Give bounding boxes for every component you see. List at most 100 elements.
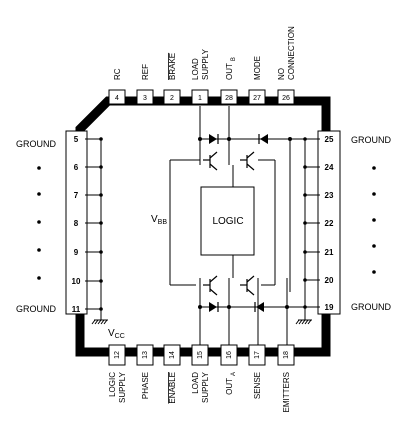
right-pin-number: 23 (325, 191, 334, 200)
logic-block (200, 186, 255, 256)
top-pin-label: MODE (253, 56, 262, 80)
bottom-pin-label: LOGIC (108, 372, 117, 397)
left-pin-group: 5 6 7 8 9 10 11 (72, 135, 103, 314)
top-pin-label: REF (141, 64, 150, 80)
bottom-pin-box (277, 344, 295, 366)
top-pin-label-sub: B (231, 57, 237, 61)
bottom-pin-label: OUTA (225, 372, 237, 395)
left-ellipsis-dots (37, 166, 41, 280)
logic-label: LOGIC (212, 216, 243, 227)
ground-symbol-left (91, 319, 108, 325)
right-pin-junction (303, 165, 307, 169)
bottom-pin-label-sub: A (231, 372, 237, 376)
vbb-sub: BB (158, 219, 168, 226)
top-pin-number: 1 (198, 95, 202, 102)
diode-top-right (258, 134, 268, 144)
bottom-pin-number: 15 (197, 351, 204, 359)
left-pin-number: 5 (74, 135, 79, 144)
top-pin-label: CONNECTION (287, 26, 296, 80)
left-pin-number: 10 (72, 277, 81, 286)
bottom-pin-label: ENABLE (168, 372, 177, 404)
top-pin-box (136, 89, 154, 105)
top-pin-number: 2 (170, 95, 174, 102)
bottom-pin-number: 16 (226, 351, 233, 359)
right-ground-label-bottom: GROUND (351, 302, 391, 312)
bottom-pin-box (248, 344, 266, 366)
transistor-top-left (203, 151, 218, 171)
transistor-bottom-right (240, 275, 255, 296)
left-pin-number: 7 (74, 191, 79, 200)
top-pin-label: BRAKE (168, 53, 177, 80)
vcc-label: VCC (108, 328, 125, 340)
top-pin-number: 27 (253, 95, 261, 102)
left-pin-number: 8 (74, 219, 79, 228)
top-pin-box (248, 89, 266, 105)
bottom-pin-label: LOAD (191, 372, 200, 394)
top-pin-number: 26 (282, 95, 290, 102)
top-pin-box (163, 89, 181, 105)
right-pin-number: 25 (325, 135, 334, 144)
right-pin-number: 24 (325, 163, 334, 172)
right-pin-junction (303, 221, 307, 225)
ground-symbol-right (295, 319, 312, 325)
vbb-label: VBB (151, 214, 167, 226)
bottom-pin-number: 12 (114, 351, 121, 359)
bottom-pin-label: EMITTERS (282, 372, 291, 412)
bottom-pin-label: SENSE (253, 372, 262, 399)
bottom-pin-label: SUPPLY (201, 371, 210, 403)
vbb-main: V (151, 214, 158, 225)
bottom-pin-number: 18 (283, 351, 290, 359)
right-ground-label-top: GROUND (351, 135, 391, 145)
top-pin-label: LOAD (191, 58, 200, 80)
top-pin-label: NO (277, 68, 286, 80)
left-ground-label-top: GROUND (16, 139, 56, 149)
bottom-pin-box (108, 344, 126, 366)
top-pin-number: 28 (225, 95, 233, 102)
top-pin-label: OUTB (225, 57, 237, 80)
bottom-pin-number: 14 (169, 351, 176, 359)
bottom-pin-label: SUPPLY (118, 371, 127, 403)
right-pin-number: 22 (325, 219, 334, 228)
left-pin-junction (99, 307, 103, 311)
bottom-pin-number: 17 (254, 351, 261, 359)
bottom-pin-label: PHASE (141, 372, 150, 399)
bottom-pin-box (163, 344, 181, 366)
top-pin-number: 3 (143, 95, 147, 102)
diode-bottom-left (209, 302, 219, 312)
top-pin-box (191, 89, 209, 105)
left-ground-label-bottom: GROUND (16, 304, 56, 314)
left-pin-number: 11 (72, 305, 81, 314)
left-pin-junction (99, 279, 103, 283)
vcc-sub: CC (115, 333, 125, 340)
vcc-main: V (108, 328, 115, 339)
right-pin-number: 21 (325, 248, 334, 257)
right-pin-junction (303, 250, 307, 254)
top-pin-label: RC (113, 68, 122, 80)
right-pin-junction (303, 193, 307, 197)
left-pin-junction (99, 165, 103, 169)
top-pin-box (277, 89, 295, 105)
right-pin-number: 20 (325, 276, 334, 285)
transistor-top-right (240, 151, 255, 171)
right-pin-number: 19 (325, 303, 334, 312)
bottom-pin-number: 13 (142, 351, 149, 359)
top-pin-box (220, 89, 238, 105)
bottom-pin-box (136, 344, 154, 366)
top-pin-label: SUPPLY (201, 48, 210, 80)
junction-dots (198, 137, 292, 309)
left-pin-number: 9 (74, 248, 79, 257)
left-pin-junction (99, 193, 103, 197)
left-pin-number: 6 (74, 163, 79, 172)
transistor-bottom-left (203, 275, 218, 296)
right-pin-junction (303, 278, 307, 282)
h-bridge-circuit (169, 106, 318, 345)
diode-bottom-right (254, 302, 264, 312)
top-pin-box (108, 89, 126, 105)
right-pin-group: 25 24 23 22 21 20 19 (303, 135, 334, 312)
left-pin-junction (99, 250, 103, 254)
right-ellipsis-dots (372, 166, 376, 274)
top-pin-number: 4 (115, 95, 119, 102)
diode-top-left (209, 134, 219, 144)
